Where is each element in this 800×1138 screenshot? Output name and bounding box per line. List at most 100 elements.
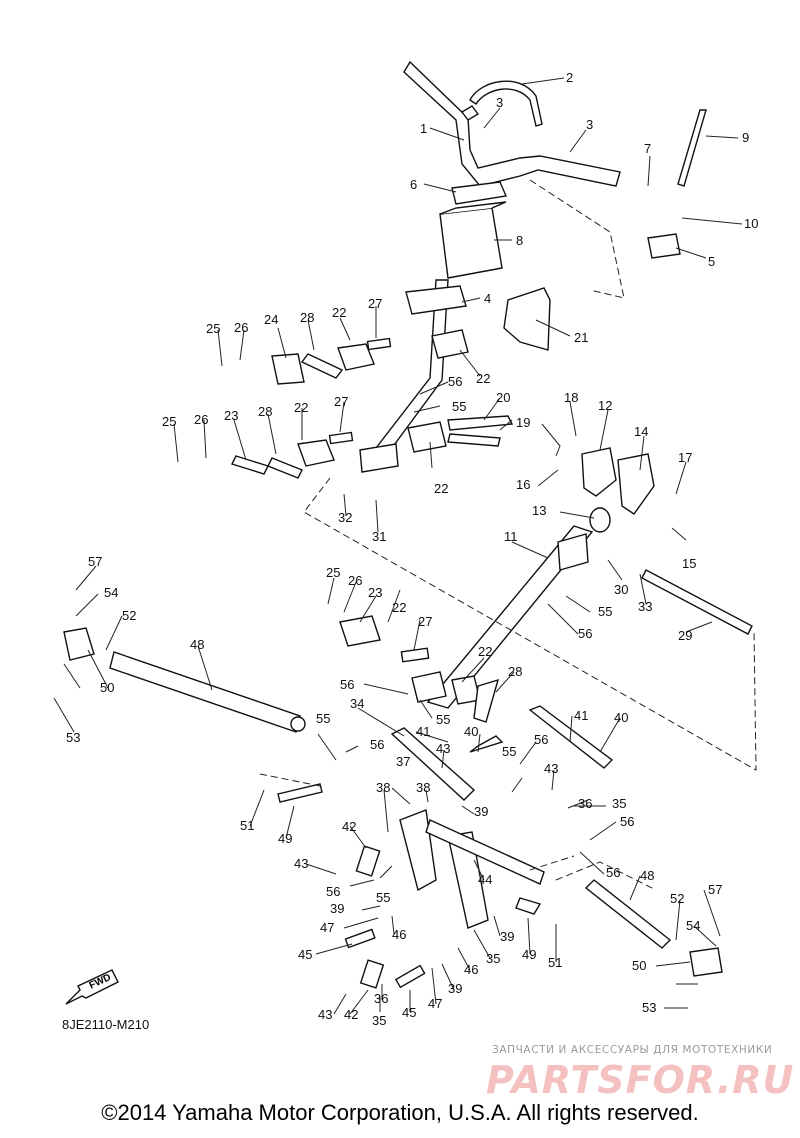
callout-47: 47: [320, 920, 334, 935]
callout-16: 16: [516, 477, 530, 492]
callout-33: 33: [638, 599, 652, 614]
callout-49: 49: [522, 947, 536, 962]
callout-45: 45: [402, 1005, 416, 1020]
callout-55: 55: [316, 711, 330, 726]
callout-56: 56: [534, 732, 548, 747]
callout-55: 55: [436, 712, 450, 727]
callout-23: 23: [224, 408, 238, 423]
watermark-tagline: ЗАПЧАСТИ И АКСЕССУАРЫ ДЛЯ МОТОТЕХНИКИ: [492, 1044, 773, 1056]
callout-54: 54: [104, 585, 118, 600]
callout-15: 15: [682, 556, 696, 571]
callout-56: 56: [578, 626, 592, 641]
callout-35: 35: [612, 796, 626, 811]
callout-56: 56: [326, 884, 340, 899]
callout-50: 50: [100, 680, 114, 695]
callout-46: 46: [464, 962, 478, 977]
callout-21: 21: [574, 330, 588, 345]
callout-5: 5: [708, 254, 715, 269]
callout-22: 22: [476, 371, 490, 386]
callout-56: 56: [340, 677, 354, 692]
callout-47: 47: [428, 996, 442, 1011]
callout-22: 22: [478, 644, 492, 659]
callout-22: 22: [392, 600, 406, 615]
callout-56: 56: [448, 374, 462, 389]
callout-25: 25: [326, 565, 340, 580]
callout-56: 57: [708, 882, 722, 897]
callout-27: 27: [334, 394, 348, 409]
callout-48: 48: [640, 868, 654, 883]
callout-20: 20: [496, 390, 510, 405]
callout-41: 41: [574, 708, 588, 723]
callout-35: 35: [486, 951, 500, 966]
reference-code: 8JE2110-M210: [62, 1017, 150, 1032]
leader-lines: [53, 77, 743, 1015]
callout-38: 38: [376, 780, 390, 795]
steering-shaft: [426, 525, 594, 709]
callout-55: 55: [598, 604, 612, 619]
steering-bracket: [503, 287, 551, 351]
callout-3: 3: [586, 117, 593, 132]
callout-35: 35: [372, 1013, 386, 1028]
callout-24: 24: [264, 312, 278, 327]
handlebar-clamp: [451, 181, 507, 205]
watermark-logo: PARTSFOR.RU: [486, 1058, 795, 1102]
callout-29: 29: [678, 628, 692, 643]
callout-45: 45: [298, 947, 312, 962]
callout-40: 40: [614, 710, 628, 725]
dashed-reference-lines: [259, 179, 757, 891]
callout-51: 51: [548, 955, 562, 970]
part-number-callouts: 1 2 3 3 4 5 6 7 8 9 10 11 12 13 14 15 16…: [66, 70, 758, 1028]
callout-12: 12: [598, 398, 612, 413]
callout-53: 53: [66, 730, 80, 745]
callout-49: 49: [278, 831, 292, 846]
callout-37: 37: [396, 754, 410, 769]
callout-54: 54: [686, 918, 700, 933]
callout-56: 57: [88, 554, 102, 569]
callout-13: 13: [532, 503, 546, 518]
callout-44: 44: [478, 872, 492, 887]
tie-rod-right-lower: [584, 879, 672, 949]
callout-28: 28: [508, 664, 522, 679]
callout-39: 39: [474, 804, 488, 819]
callout-36: 36: [374, 991, 388, 1006]
callout-2: 2: [566, 70, 573, 85]
callout-43: 43: [318, 1007, 332, 1022]
callout-36: 36: [578, 796, 592, 811]
callout-18: 18: [564, 390, 578, 405]
center-link: [425, 819, 545, 885]
callout-43: 43: [294, 856, 308, 871]
callout-34: 34: [350, 696, 364, 711]
pitman-arm: [390, 727, 476, 801]
callout-50: 50: [632, 958, 646, 973]
callout-23: 23: [368, 585, 382, 600]
callout-26: 26: [234, 320, 248, 335]
callout-55: 55: [502, 744, 516, 759]
callout-22: 22: [294, 400, 308, 415]
callout-56: 56: [370, 737, 384, 752]
callout-19: 19: [516, 415, 530, 430]
callout-26: 26: [194, 412, 208, 427]
callout-4: 4: [484, 291, 491, 306]
callout-53: 53: [642, 1000, 656, 1015]
callout-10: 10: [744, 216, 758, 231]
callout-3: 3: [496, 95, 503, 110]
fwd-arrow: FWD: [62, 964, 122, 1013]
long-bolt: [677, 109, 707, 187]
callout-46: 46: [392, 927, 406, 942]
link-plate-upper: [271, 353, 305, 385]
callout-39: 39: [500, 929, 514, 944]
handlebar: [403, 60, 621, 187]
callout-42: 42: [344, 1007, 358, 1022]
callout-1: 1: [420, 121, 427, 136]
callout-31: 31: [372, 529, 386, 544]
callout-56: 56: [620, 814, 634, 829]
fwd-arrow-icon: FWD: [65, 969, 119, 1005]
callout-43: 43: [544, 761, 558, 776]
steering-column-cover: [439, 207, 503, 279]
idler-arm-right: [447, 831, 489, 929]
callout-7: 7: [644, 141, 651, 156]
parts-drawing: [63, 60, 753, 989]
callout-22: 22: [434, 481, 448, 496]
callout-6: 6: [410, 177, 417, 192]
callout-52: 52: [122, 608, 136, 623]
